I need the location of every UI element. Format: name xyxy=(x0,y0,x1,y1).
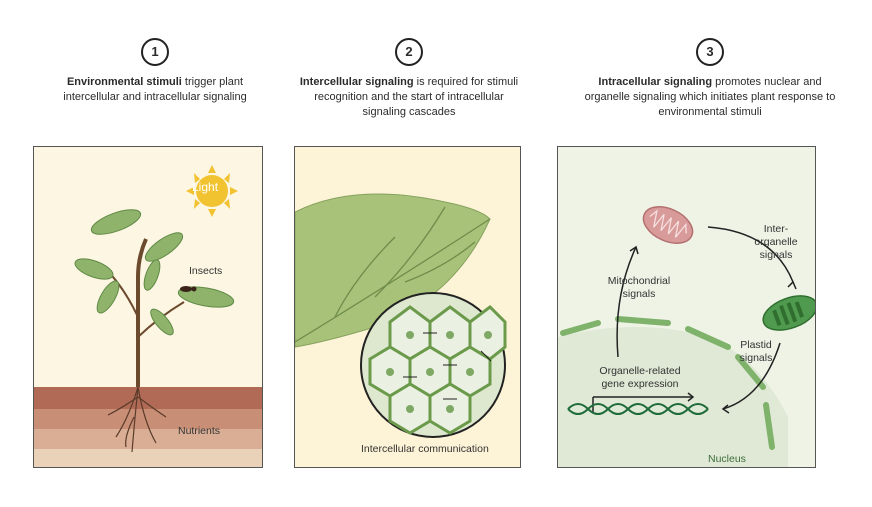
cells-illustration xyxy=(295,193,507,438)
insects-label: Insects xyxy=(189,265,223,277)
light-label: Light xyxy=(192,180,219,194)
sun-icon xyxy=(186,165,238,217)
arrow-icon xyxy=(403,332,492,400)
step-3: 3 Intracellular signaling promotes nucle… xyxy=(582,38,838,120)
step-caption: Intracellular signaling promotes nuclear… xyxy=(584,76,836,118)
nutrients-label: Nutrients xyxy=(178,425,221,437)
panel-environmental-stimuli: Light Insects Nutrients xyxy=(33,146,263,468)
step-1: 1 Environmental stimuli trigger plant in… xyxy=(40,38,270,105)
step-number: 1 xyxy=(141,38,169,66)
leaf-icon xyxy=(74,209,235,336)
signal-arrows xyxy=(592,226,797,414)
step-number: 3 xyxy=(696,38,724,66)
step-2: 2 Intercellular signaling is required fo… xyxy=(298,38,520,120)
intercellular-communication-label: Intercellular communication xyxy=(361,443,489,455)
nucleus-membrane xyxy=(560,316,775,450)
nucleus-label: Nucleus xyxy=(708,453,746,465)
leaf-icon xyxy=(295,193,491,348)
mitochondrial-label: Mitochondrial signals xyxy=(607,275,671,300)
step-caption: Intercellular signaling is required for … xyxy=(299,76,519,118)
panel-intracellular-signaling: Inter-organelle signals Mitochondrial si… xyxy=(557,146,816,468)
roots-icon xyxy=(107,386,167,453)
panel-intercellular-signaling: Intercellular communication xyxy=(294,146,521,468)
step-caption: Environmental stimuli trigger plant inte… xyxy=(63,76,247,103)
mitochondrion-icon xyxy=(642,206,694,244)
step-number: 2 xyxy=(395,38,423,66)
inter-organelle-label: Inter-organelle signals xyxy=(754,223,798,261)
organelle-illustration xyxy=(558,206,815,467)
plastid-label: Plastid signals xyxy=(739,339,773,364)
chloroplast-icon xyxy=(762,295,815,331)
gene-expression-label: Organelle-related gene expression xyxy=(599,365,681,390)
dna-icon xyxy=(567,403,709,415)
plant-illustration xyxy=(34,165,262,467)
insect-icon xyxy=(180,286,197,292)
